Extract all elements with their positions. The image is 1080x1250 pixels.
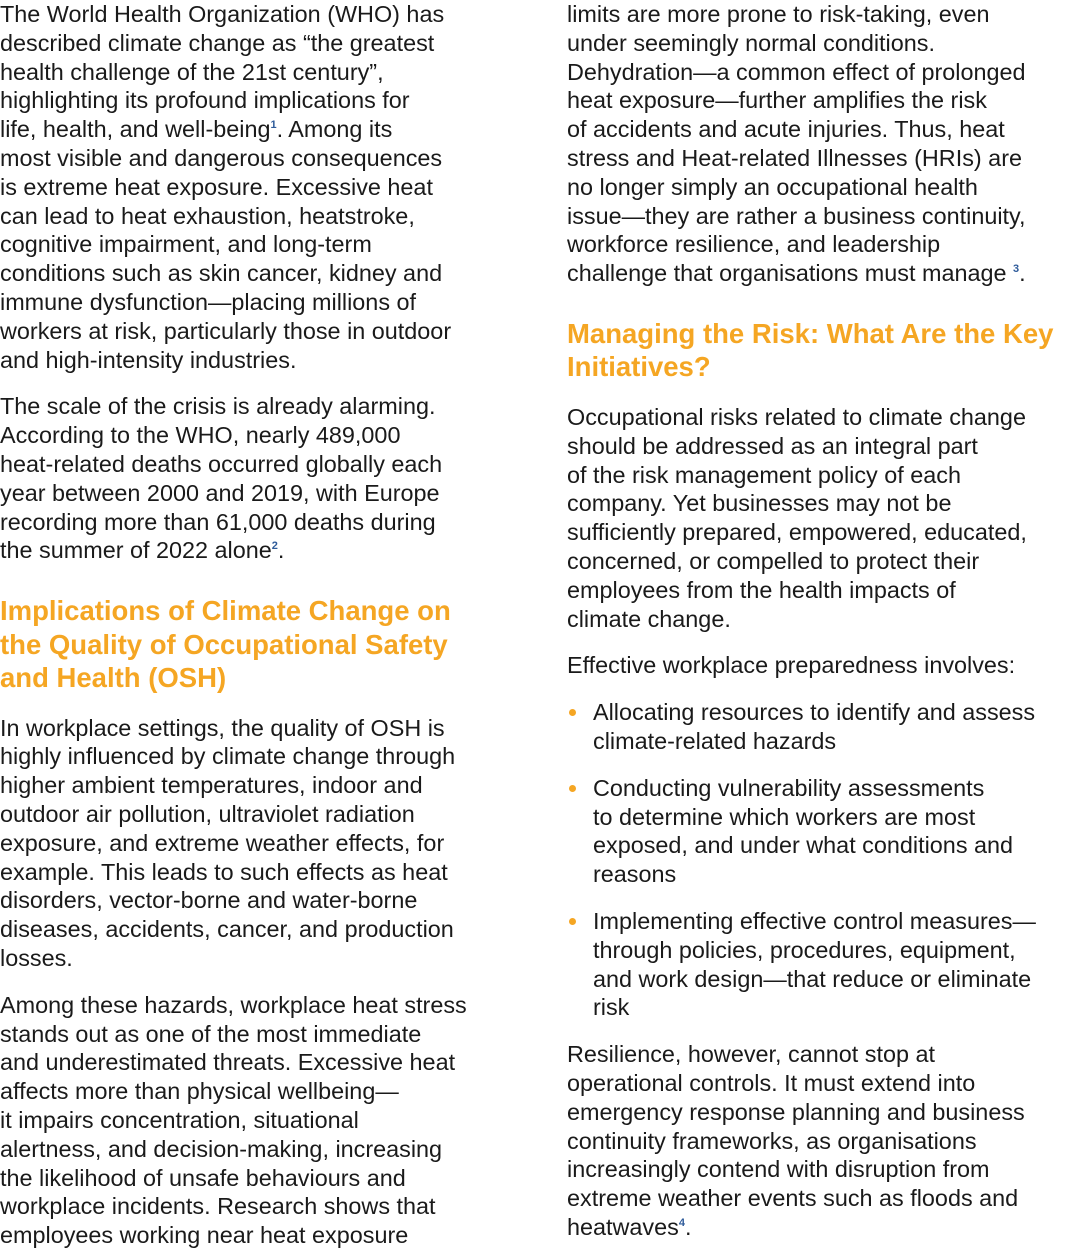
crisis-text-rest: .	[277, 537, 285, 564]
intro-paragraph: The World Health Organization (WHO) has …	[0, 0, 514, 374]
left-column: The World Health Organization (WHO) has …	[0, 0, 514, 1250]
list-item: Implementing effective control measures—…	[567, 907, 1080, 1022]
osh-paragraph: In workplace settings, the quality of OS…	[0, 714, 456, 972]
preparedness-intro: Effective workplace preparedness involve…	[567, 652, 1016, 679]
bullet-dot-icon	[569, 917, 576, 925]
right-column: limits are more prone to risk-taking, ev…	[567, 0, 1080, 1242]
intro-text-rest: . Among its most visible and dangerous c…	[0, 116, 452, 373]
bullet-dot-icon	[569, 784, 576, 792]
heat-stress-paragraph: Among these hazards, workplace heat stre…	[0, 991, 467, 1249]
resilience-text: Resilience, however, cannot stop at oper…	[567, 1041, 1025, 1240]
list-item-text: Implementing effective control measures—…	[593, 907, 1036, 1021]
continuation-paragraph: limits are more prone to risk-taking, ev…	[567, 0, 1080, 288]
list-item-text: Allocating resources to identify and ass…	[593, 699, 1036, 754]
continuation-text-rest: .	[1019, 260, 1026, 287]
section-heading-implications: Implications of Climate Change on the Qu…	[0, 595, 451, 694]
preparedness-list: Allocating resources to identify and ass…	[567, 698, 1080, 1022]
resilience-paragraph: Resilience, however, cannot stop at oper…	[567, 1040, 1080, 1242]
footnote-ref-3[interactable]: 3	[1013, 263, 1020, 276]
section-heading-managing-risk: Managing the Risk: What Are the Key Init…	[567, 317, 1054, 383]
crisis-paragraph: The scale of the crisis is already alarm…	[0, 392, 514, 565]
occupational-risks-paragraph: Occupational risks related to climate ch…	[567, 403, 1027, 632]
continuation-text: limits are more prone to risk-taking, ev…	[567, 1, 1026, 287]
list-item: Allocating resources to identify and ass…	[567, 698, 1080, 756]
resilience-text-rest: .	[684, 1213, 692, 1240]
list-item: Conducting vulnerability assessments to …	[567, 774, 1080, 889]
list-item-text: Conducting vulnerability assessments to …	[593, 774, 1014, 888]
footnote-ref-2[interactable]: 2	[271, 540, 278, 553]
intro-text: The World Health Organization (WHO) has …	[0, 1, 445, 143]
footnote-ref-4[interactable]: 4	[678, 1217, 685, 1230]
footnote-ref-1[interactable]: 1	[270, 119, 277, 132]
crisis-text: The scale of the crisis is already alarm…	[0, 393, 443, 564]
bullet-dot-icon	[569, 709, 576, 717]
